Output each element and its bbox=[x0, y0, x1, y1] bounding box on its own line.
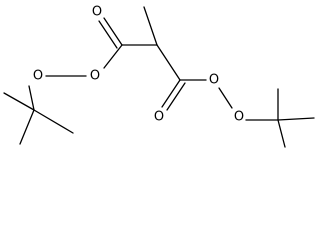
bond-carbonyl-upper-o bbox=[103, 44, 123, 69]
atom-o-peroxy-left-1: O bbox=[90, 69, 100, 84]
atom-labels: O O O O O O bbox=[33, 5, 244, 125]
bond-carbonyl-lower-double-b bbox=[166, 82, 186, 111]
atom-o-peroxy-left-2: O bbox=[33, 69, 43, 84]
atom-o-peroxy-right-2: O bbox=[234, 110, 244, 125]
bond-carbonyl-lower-double-a bbox=[161, 79, 181, 108]
atom-o-carbonyl-top: O bbox=[92, 5, 102, 20]
bond-peroxy-right bbox=[218, 87, 233, 109]
bond-tbu-left-m1 bbox=[3, 92, 35, 111]
bond-o-tbu-left bbox=[28, 85, 35, 111]
atom-o-carbonyl-bottom: O bbox=[154, 110, 164, 125]
bond-tbu-right-m2 bbox=[277, 117, 315, 121]
bond-methyl bbox=[143, 6, 158, 46]
bond-carbonyl-upper-double-b bbox=[98, 20, 118, 49]
bond-tbu-right-m3 bbox=[277, 119, 286, 148]
atom-o-peroxy-right-1: O bbox=[209, 73, 219, 88]
bond-tbu-left-m2 bbox=[33, 109, 74, 134]
bond-ch-carbonyl-lower bbox=[156, 44, 181, 81]
bond-tbu-left-m3 bbox=[19, 109, 35, 145]
chemical-structure: O O O O O O bbox=[3, 5, 315, 148]
bond-carbonyl-upper-double-a bbox=[103, 17, 123, 46]
bonds bbox=[3, 6, 315, 148]
